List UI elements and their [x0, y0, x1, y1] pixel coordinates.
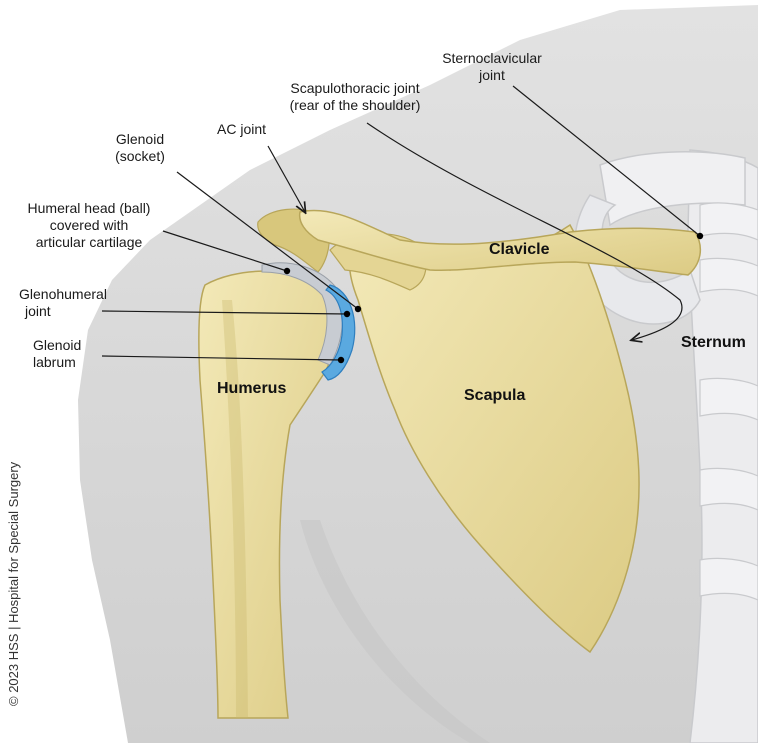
bone-label-clavicle: Clavicle [489, 241, 549, 259]
label-line: Scapulothoracic joint [270, 80, 440, 97]
copyright-credit: © 2023 HSS | Hospital for Special Surger… [6, 462, 21, 706]
label-glenoid-labrum: Glenoid labrum [33, 337, 81, 371]
label-glenohumeral-joint: Glenohumeral joint [19, 286, 107, 320]
label-line: labrum [33, 354, 81, 371]
label-line: joint [428, 67, 556, 84]
label-line: joint [19, 303, 107, 320]
label-humeral-head: Humeral head (ball) covered with articul… [14, 200, 164, 251]
label-line: Sternoclavicular [428, 50, 556, 67]
label-line: (rear of the shoulder) [270, 97, 440, 114]
label-line: (socket) [100, 148, 180, 165]
bone-label-humerus: Humerus [217, 380, 286, 398]
label-sternoclavicular-joint: Sternoclavicular joint [428, 50, 556, 84]
label-line: Glenoid [33, 337, 81, 354]
label-line: Humeral head (ball) [14, 200, 164, 217]
label-glenoid: Glenoid (socket) [100, 131, 180, 165]
bone-label-scapula: Scapula [464, 387, 525, 405]
label-line: AC joint [217, 121, 266, 138]
label-ac-joint: AC joint [217, 121, 266, 138]
bone-label-sternum: Sternum [681, 334, 746, 352]
label-line: articular cartilage [14, 234, 164, 251]
label-line: Glenohumeral [19, 286, 107, 303]
label-scapulothoracic-joint: Scapulothoracic joint (rear of the shoul… [270, 80, 440, 114]
label-line: covered with [14, 217, 164, 234]
label-line: Glenoid [100, 131, 180, 148]
